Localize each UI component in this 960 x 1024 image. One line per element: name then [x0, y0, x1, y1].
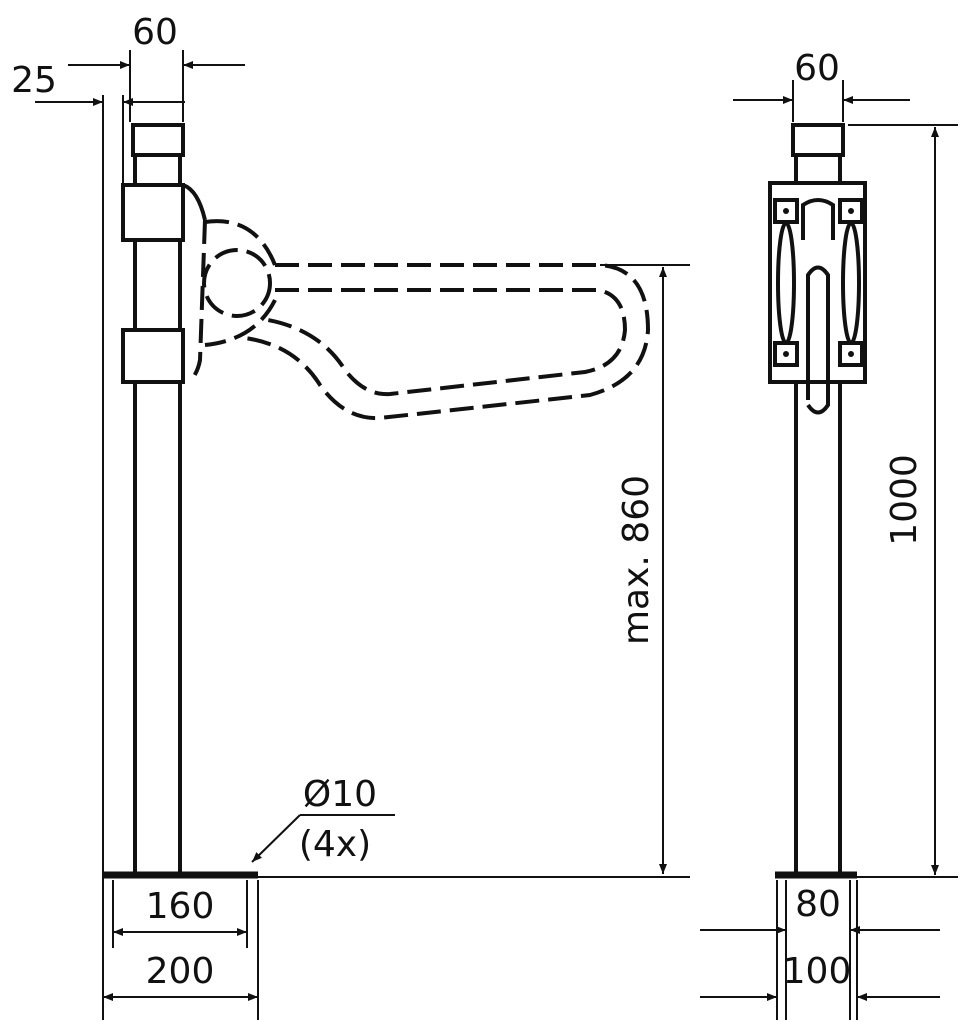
folding-arm-dashed: [188, 219, 651, 421]
hole-count-label: (4x): [299, 824, 371, 865]
front-dim-hole-spacing-label: 80: [795, 884, 841, 925]
side-view: 60 25 max. 860 Ø10 (4x) 160 200: [11, 12, 690, 1020]
pole-cap: [791, 123, 845, 157]
hole-diameter-label: Ø10: [303, 774, 377, 815]
front-dim-base-width-label: 100: [783, 951, 852, 992]
pole-cap: [131, 123, 185, 157]
upper-bracket: [121, 183, 185, 242]
dim-offset-label: 25: [11, 60, 57, 101]
dim-total-height-label: 1000: [884, 454, 925, 546]
front-view: 60 1000 80 100: [700, 48, 958, 1020]
dim-hole-spacing-label: 160: [146, 886, 215, 927]
front-dim-top-width-label: 60: [794, 48, 840, 89]
wall-mount-assembly: [768, 181, 867, 415]
mount-plate-edge: [182, 183, 207, 221]
dim-base-width-label: 200: [146, 951, 215, 992]
dim-top-width-label: 60: [132, 12, 178, 53]
dim-max-height-label: max. 860: [616, 475, 657, 645]
lower-bracket: [121, 328, 185, 384]
